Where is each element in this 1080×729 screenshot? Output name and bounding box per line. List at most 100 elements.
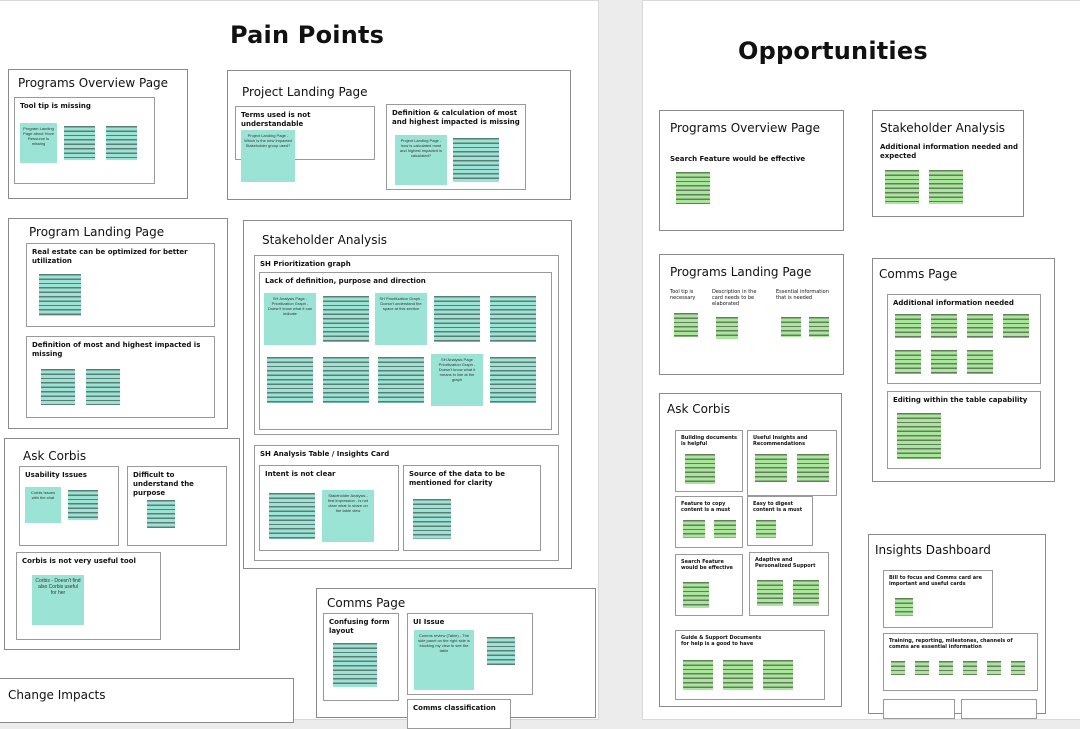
sticky-note[interactable]: Stakeholder Analysis - first impression … bbox=[322, 490, 374, 542]
sticky-note[interactable] bbox=[487, 293, 539, 345]
frame-project-landing[interactable]: Project Landing Page Terms used is not u… bbox=[227, 70, 571, 200]
sticky-note[interactable] bbox=[984, 658, 1004, 678]
group-real-estate[interactable]: Real estate can be optimized for better … bbox=[26, 243, 215, 327]
sticky-note[interactable] bbox=[673, 169, 713, 207]
group-corbis-not-useful[interactable]: Corbis is not very useful tool Corbis - … bbox=[16, 552, 161, 640]
frame-stakeholder-analysis[interactable]: Stakeholder Analysis SH Prioritization g… bbox=[243, 220, 572, 569]
frame-programs-landing[interactable]: Programs Landing Page Tool tip is necess… bbox=[659, 254, 844, 375]
group-additional-information[interactable]: Additional information needed bbox=[887, 294, 1041, 384]
pain-points-board[interactable]: Pain Points Programs Overview Page Tool … bbox=[0, 0, 599, 729]
sticky-note[interactable] bbox=[682, 451, 718, 487]
group-useful-insights[interactable]: Useful Insights and Recommendations bbox=[747, 430, 837, 496]
sticky-note[interactable]: Project Landing Page - how is calculated… bbox=[395, 135, 447, 185]
group-bill-comms-cards[interactable]: Bill to focus and Comms card are importa… bbox=[883, 570, 993, 628]
sticky-note[interactable] bbox=[964, 311, 996, 341]
group-partial[interactable] bbox=[961, 699, 1037, 719]
sticky-note[interactable] bbox=[760, 657, 796, 693]
sticky-note[interactable] bbox=[671, 310, 701, 340]
sticky-note[interactable] bbox=[38, 366, 78, 408]
sticky-note[interactable] bbox=[790, 577, 822, 609]
sticky-note[interactable] bbox=[680, 579, 712, 611]
sticky-note[interactable]: SH Analysis Page - Prioritization Graph … bbox=[264, 293, 316, 345]
sticky-note[interactable] bbox=[680, 517, 708, 541]
sticky-note[interactable] bbox=[487, 354, 539, 406]
frame-program-landing[interactable]: Program Landing Page Real estate can be … bbox=[8, 218, 228, 429]
group-sh-analysis-table[interactable]: SH Analysis Table / Insights Card Intent… bbox=[254, 445, 559, 561]
group-comms-classification[interactable]: Comms classification bbox=[407, 699, 511, 729]
frame-comms-page[interactable]: Comms Page Additional information needed… bbox=[872, 258, 1055, 482]
frame-programs-overview[interactable]: Programs Overview Page Tool tip is missi… bbox=[8, 69, 188, 199]
group-building-documents[interactable]: Building documents is helpful bbox=[675, 430, 743, 492]
sticky-note[interactable] bbox=[375, 354, 427, 406]
sticky-note[interactable] bbox=[680, 657, 716, 693]
sticky-note[interactable] bbox=[892, 347, 924, 377]
frame-comms-page[interactable]: Comms Page Confusing form layout UI Issu… bbox=[316, 588, 596, 729]
sticky-note[interactable] bbox=[778, 314, 804, 340]
sticky-note[interactable] bbox=[753, 517, 779, 541]
sticky-note[interactable] bbox=[888, 658, 908, 678]
sticky-note[interactable] bbox=[964, 347, 996, 377]
sticky-note[interactable] bbox=[806, 314, 832, 340]
group-search-feature[interactable]: Search Feature would be effective bbox=[675, 554, 743, 616]
sticky-note[interactable] bbox=[928, 347, 960, 377]
sticky-note[interactable] bbox=[894, 410, 944, 462]
group-guide-support-docs[interactable]: Guide & Support Documents for help is a … bbox=[675, 630, 825, 700]
sticky-note[interactable]: Project Landing Page - Which is the new … bbox=[241, 130, 295, 182]
sticky-note[interactable] bbox=[928, 311, 960, 341]
sticky-note[interactable] bbox=[61, 123, 98, 163]
sticky-note[interactable] bbox=[320, 293, 372, 345]
sticky-note[interactable] bbox=[926, 167, 966, 207]
group-intent-not-clear[interactable]: Intent is not clear Stakeholder Analysis… bbox=[259, 465, 399, 551]
group-easy-to-digest[interactable]: Easy to digest content is a must bbox=[747, 496, 813, 546]
sticky-note[interactable] bbox=[103, 123, 140, 163]
sticky-note[interactable] bbox=[912, 658, 932, 678]
sticky-note[interactable] bbox=[720, 657, 756, 693]
sticky-note[interactable] bbox=[320, 354, 372, 406]
sticky-note[interactable] bbox=[65, 487, 101, 523]
frame-ask-corbis[interactable]: Ask Corbis Building documents is helpful… bbox=[659, 393, 842, 707]
sticky-note[interactable] bbox=[1008, 658, 1028, 678]
group-ui-issue[interactable]: UI Issue Comms review (Table) - The side… bbox=[407, 613, 533, 695]
opportunities-board[interactable]: Opportunities Programs Overview Page Sea… bbox=[642, 0, 1080, 720]
sticky-note[interactable] bbox=[330, 640, 380, 690]
group-training-reporting[interactable]: Training, reporting, milestones, channel… bbox=[883, 633, 1038, 691]
sticky-note[interactable] bbox=[484, 634, 518, 668]
sticky-note[interactable]: Corbis Issues with the chat bbox=[25, 487, 61, 523]
sticky-note[interactable] bbox=[711, 517, 739, 541]
group-adaptive-support[interactable]: Adaptive and Personalized Support bbox=[749, 552, 829, 616]
group-partial[interactable] bbox=[883, 699, 955, 719]
frame-programs-overview[interactable]: Programs Overview Page Search Feature wo… bbox=[659, 110, 844, 231]
group-tool-tip-missing[interactable]: Tool tip is missing Program Landing Page… bbox=[14, 97, 155, 184]
sticky-note[interactable] bbox=[266, 490, 318, 542]
group-feature-to-copy[interactable]: Feature to copy content is a must bbox=[675, 496, 743, 548]
sticky-note[interactable] bbox=[892, 595, 916, 619]
sticky-note[interactable]: SH Analysis Page Prioritization Graph - … bbox=[431, 354, 483, 406]
group-source-of-data[interactable]: Source of the data to be mentioned for c… bbox=[403, 465, 541, 551]
sticky-note[interactable] bbox=[713, 314, 741, 342]
sticky-note[interactable] bbox=[754, 577, 786, 609]
sticky-note[interactable] bbox=[752, 451, 790, 485]
sticky-note[interactable] bbox=[960, 658, 980, 678]
sticky-note[interactable]: Program Landing Page about Hove Resource… bbox=[20, 123, 57, 163]
group-confusing-form-layout[interactable]: Confusing form layout bbox=[323, 613, 399, 701]
sticky-note[interactable] bbox=[264, 354, 316, 406]
sticky-note[interactable] bbox=[144, 497, 178, 531]
sticky-note[interactable]: Comms review (Table) - The side panel on… bbox=[414, 630, 474, 690]
sticky-note[interactable] bbox=[431, 293, 483, 345]
group-definition-calculation[interactable]: Definition & calculation of most and hig… bbox=[386, 104, 526, 190]
sticky-note[interactable] bbox=[1000, 311, 1032, 341]
group-usability-issues[interactable]: Usability Issues Corbis Issues with the … bbox=[19, 466, 119, 546]
sticky-note[interactable] bbox=[794, 451, 832, 485]
group-lack-of-definition[interactable]: Lack of definition, purpose and directio… bbox=[259, 272, 552, 430]
group-sh-prioritization-graph[interactable]: SH Prioritization graph Lack of definiti… bbox=[254, 255, 559, 435]
sticky-note[interactable] bbox=[450, 135, 502, 185]
sticky-note[interactable] bbox=[410, 496, 454, 542]
frame-insights-dashboard[interactable]: Insights Dashboard Bill to focus and Com… bbox=[868, 534, 1046, 719]
sticky-note[interactable] bbox=[892, 311, 924, 341]
sticky-note[interactable]: Corbis - Doesn't find also Corbis useful… bbox=[32, 575, 84, 625]
sticky-note[interactable]: SH Prioritization Graph - Doesn't unders… bbox=[375, 293, 427, 345]
frame-change-impacts[interactable]: Change Impacts bbox=[0, 678, 294, 723]
sticky-note[interactable] bbox=[936, 658, 956, 678]
sticky-note[interactable] bbox=[882, 167, 922, 207]
sticky-note[interactable] bbox=[83, 366, 123, 408]
